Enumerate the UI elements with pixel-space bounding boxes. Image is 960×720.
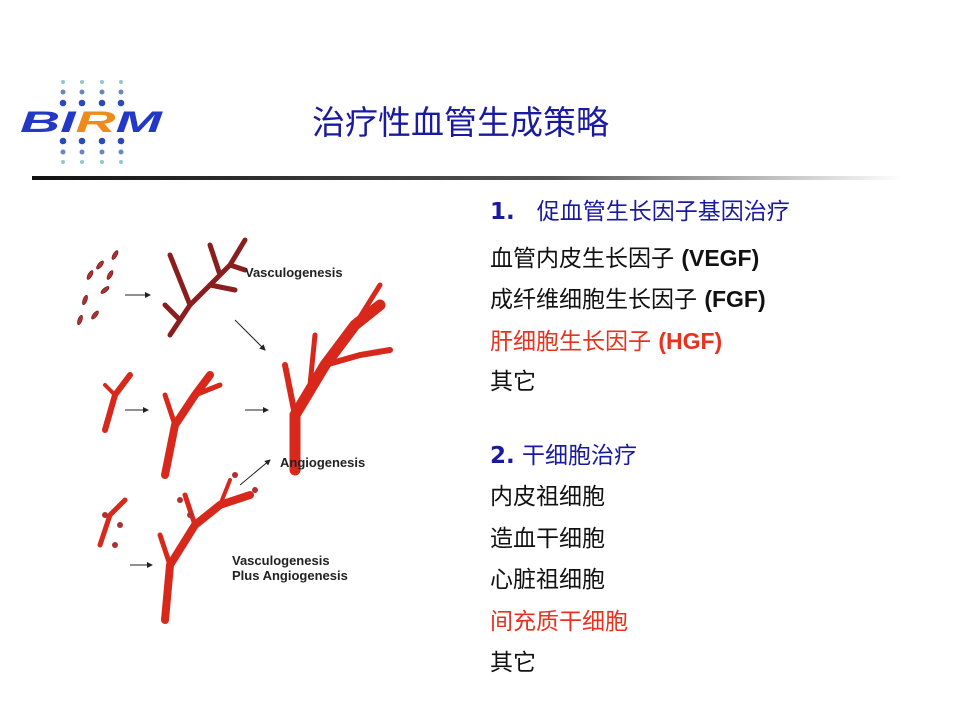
section2-number: 2.: [490, 442, 515, 469]
title-divider: [32, 176, 902, 180]
list-item: 其它: [490, 369, 536, 395]
list-item: 血管内皮生长因子 (VEGF): [490, 238, 790, 280]
vessel-formation-figure: Vasculogenesis Angiogenesis Vasculogenes…: [77, 237, 393, 624]
label-angiogenesis: Angiogenesis: [280, 455, 365, 470]
strategy-list: 1. 促血管生长因子基因治疗 血管内皮生长因子 (VEGF) 成纤维细胞生长因子…: [490, 192, 790, 685]
scattered-cells: [77, 250, 119, 326]
section1-heading: 1. 促血管生长因子基因治疗: [490, 192, 790, 234]
list-item: 造血干细胞: [490, 525, 605, 552]
vessel-branches: [97, 282, 393, 624]
label-plus-angiogenesis: Plus Angiogenesis: [232, 568, 348, 583]
item-abbr: (HGF): [658, 327, 723, 354]
label-vasculogenesis-plus: Vasculogenesis: [232, 553, 330, 568]
label-vasculogenesis: Vasculogenesis: [245, 265, 343, 280]
section2-title: 干细胞治疗: [514, 442, 638, 469]
section1-number: 1.: [490, 199, 515, 225]
item-text: 成纤维细胞生长因子: [490, 287, 705, 313]
item-text: 血管内皮生长因子: [490, 245, 682, 272]
item-abbr: (VEGF): [681, 244, 760, 271]
cell-cluster: [162, 237, 248, 338]
section2-heading: 2. 干细胞治疗: [490, 436, 790, 478]
list-item: 其它: [490, 650, 536, 676]
list-item: 内皮祖细胞: [490, 484, 605, 510]
slide-title: 治疗性血管生成策略: [312, 103, 609, 142]
list-item: 成纤维细胞生长因子 (FGF): [490, 279, 790, 321]
item-abbr: (FGF): [704, 286, 766, 312]
list-item: 肝细胞生长因子 (HGF): [490, 321, 790, 363]
section1-title: 促血管生长因子基因治疗: [536, 199, 790, 225]
list-item: 间充质干细胞: [490, 608, 628, 635]
list-item: 心脏祖细胞: [490, 567, 605, 593]
item-text: 肝细胞生长因子: [490, 328, 659, 355]
